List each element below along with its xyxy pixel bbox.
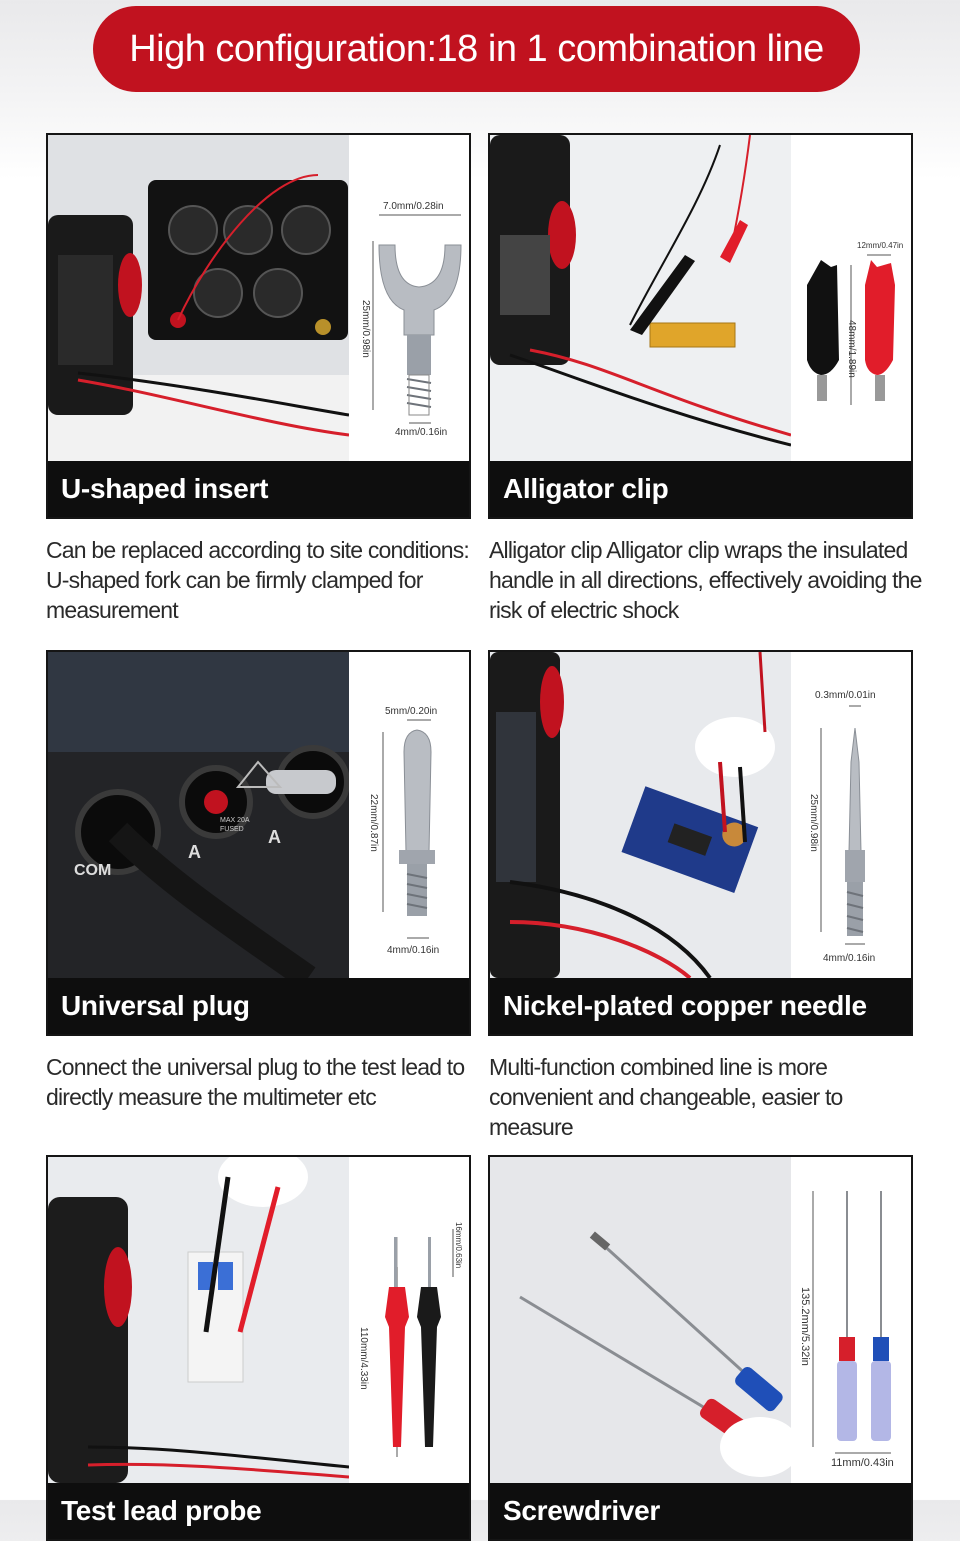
card-description: Multi-function combined line is more con…	[489, 1054, 843, 1140]
photo-u-insert	[48, 135, 349, 461]
spec-u-insert: 7.0mm/0.28in 25mm/0.98in 4mm/0.16in	[349, 135, 469, 461]
dim-width: 12mm/0.47in	[857, 241, 904, 250]
photo-copper-needle	[490, 652, 791, 978]
card-alligator-clip: 12mm/0.47in 48mm/1.89in Alligator clip	[488, 133, 913, 519]
card-label: Alligator clip	[490, 461, 911, 517]
card-copper-needle: 0.3mm/0.01in 25mm/0.98in 4mm/0.16in Nick…	[488, 650, 913, 1036]
warning-fused-label: FUSED	[220, 826, 244, 833]
card-label: Nickel-plated copper needle	[490, 978, 911, 1034]
spec-copper-needle: 0.3mm/0.01in 25mm/0.98in 4mm/0.16in	[791, 652, 911, 978]
spec-screwdriver: 135.2mm/5.32in 11mm/0.43in	[791, 1157, 911, 1483]
dim-tip: 16mm/0.63in	[454, 1222, 463, 1269]
jack-a-label: A	[188, 842, 201, 862]
photo-test-probe	[48, 1157, 349, 1483]
dim-width: 5mm/0.20in	[385, 706, 438, 717]
dim-length: 22mm/0.87in	[368, 794, 379, 852]
dim-thread: 4mm/0.16in	[395, 427, 448, 438]
card-label: Universal plug	[48, 978, 469, 1034]
dim-length: 110mm/4.33in	[358, 1327, 369, 1390]
card-screwdriver: 135.2mm/5.32in 11mm/0.43in Screwdriver	[488, 1155, 913, 1541]
dim-thread: 4mm/0.16in	[823, 953, 876, 964]
card-description: Can be replaced according to site condit…	[46, 537, 470, 623]
dim-tip: 0.3mm/0.01in	[815, 690, 876, 701]
card-u-shaped-insert: 7.0mm/0.28in 25mm/0.98in 4mm/0.16in U-sh…	[46, 133, 471, 519]
page-title: High configuration:18 in 1 combination l…	[93, 6, 860, 92]
card-label: Screwdriver	[490, 1483, 911, 1539]
jack-a-label: A	[268, 827, 281, 847]
photo-screwdriver	[490, 1157, 791, 1483]
card-description: Connect the universal plug to the test l…	[46, 1054, 465, 1110]
dim-thread: 4mm/0.16in	[387, 945, 440, 956]
dim-width: 11mm/0.43in	[831, 1457, 894, 1469]
spec-universal-plug: 5mm/0.20in 22mm/0.87in 4mm/0.16in	[349, 652, 469, 978]
dim-width: 7.0mm/0.28in	[383, 201, 444, 212]
dim-length: 135.2mm/5.32in	[799, 1287, 811, 1366]
spec-test-probe: 16mm/0.63in 110mm/4.33in	[349, 1157, 469, 1483]
jack-com-label: COM	[74, 862, 112, 879]
photo-alligator	[490, 135, 791, 461]
card-universal-plug: COM A A MAX 20A FUSED 5mm/0.20in 22mm/0.…	[46, 650, 471, 1036]
dim-length: 48mm/1.89in	[846, 320, 857, 378]
card-label: Test lead probe	[48, 1483, 469, 1539]
spec-alligator: 12mm/0.47in 48mm/1.89in	[791, 135, 911, 461]
warning-max-label: MAX 20A	[220, 817, 250, 824]
dim-length: 25mm/0.98in	[360, 300, 371, 358]
photo-universal-plug: COM A A MAX 20A FUSED	[48, 652, 349, 978]
card-label: U-shaped insert	[48, 461, 469, 517]
card-description: Alligator clip Alligator clip wraps the …	[489, 537, 922, 623]
dim-length: 25mm/0.98in	[808, 794, 819, 852]
card-test-lead-probe: 16mm/0.63in 110mm/4.33in Test lead probe	[46, 1155, 471, 1541]
